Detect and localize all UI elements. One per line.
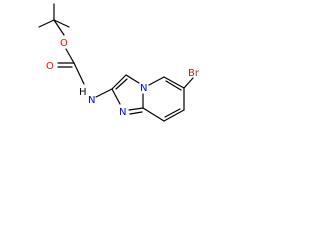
bond-c6-to-bromine — [183, 77, 194, 89]
atom-nitrogen-imidazole: N — [119, 107, 126, 118]
bond-oxygen-to-carbonyl-carbon — [65, 48, 75, 64]
bond-imidazole-c3-n — [125, 74, 140, 84]
bond-c5-c6 — [163, 76, 185, 89]
bond-imidazole-n1-c8a — [128, 107, 144, 111]
bond-tbu-methyl-right — [53, 19, 70, 28]
bond-imidazole-c2-c3-double — [115, 78, 128, 90]
bond-c5-c6-double — [165, 80, 182, 91]
atom-hydrogen-nh: H — [79, 87, 87, 98]
atom-bromine: Br — [188, 68, 200, 79]
bond-nitrogen-to-ring — [95, 88, 113, 98]
bond-c7-c8-double — [164, 108, 181, 118]
structure-diagram: O O H N N N Br — [38, 3, 200, 122]
atom-nitrogen-nh: N — [88, 95, 95, 106]
atom-oxygen-ether: O — [60, 38, 68, 49]
bond-c7-c8 — [163, 109, 185, 122]
bond-imidazole-c2-c3 — [111, 74, 127, 90]
bond-tbu-to-oxygen — [53, 19, 65, 36]
atom-oxygen-carbonyl: O — [46, 61, 54, 72]
bond-tbu-methyl-left — [38, 19, 55, 28]
bond-c8-c8a — [142, 107, 165, 122]
bond-imidazole-n1-c8a-double — [129, 111, 143, 115]
bond-carbonyl-to-nitrogen — [73, 62, 85, 85]
bond-imidazole-c2-n1 — [111, 88, 121, 105]
atom-nitrogen-bridgehead: N — [140, 83, 147, 94]
bond-bridgehead-n-c5 — [148, 76, 165, 86]
